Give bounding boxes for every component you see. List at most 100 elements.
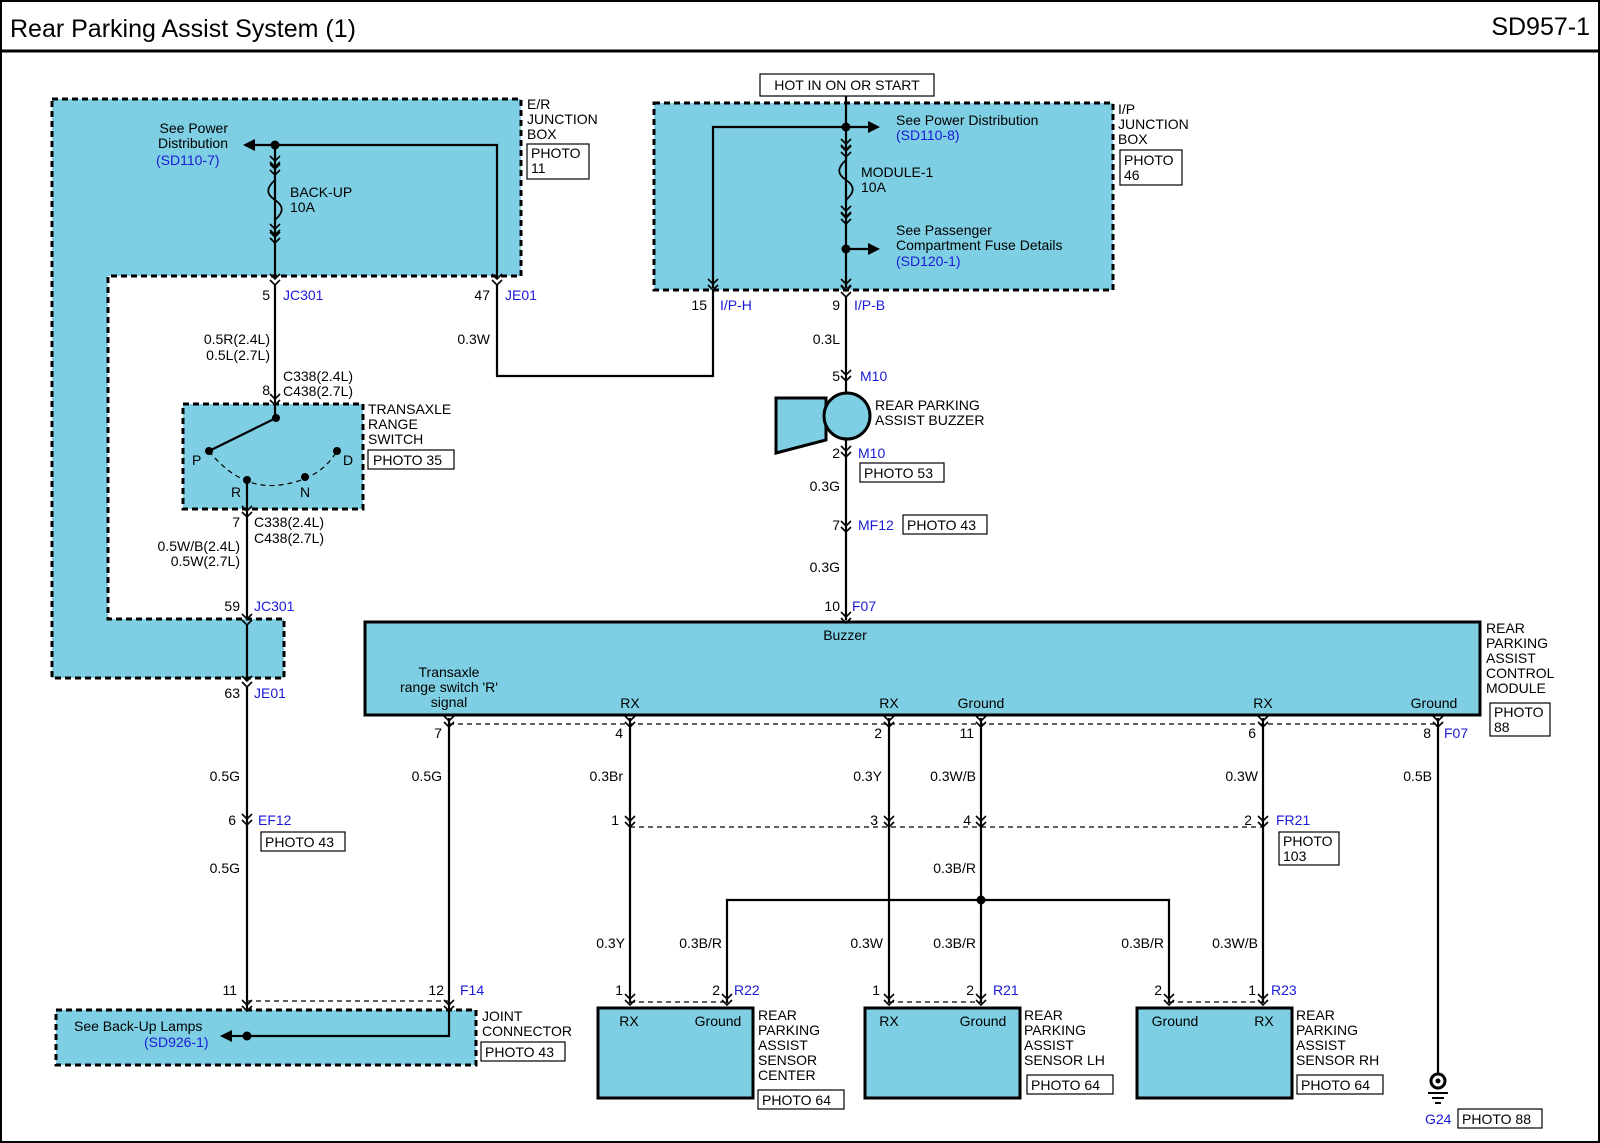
pin-label: 1: [615, 982, 623, 998]
pin-label: 47: [474, 287, 490, 303]
wire-label: 0.5G: [210, 860, 240, 876]
buzzer-body: [822, 391, 872, 441]
hot-label: HOT IN ON OR START: [774, 77, 920, 93]
module-pin-rx-1: RX: [620, 695, 640, 711]
connector-fr21: FR21: [1276, 812, 1310, 828]
pin-label: 63: [224, 685, 240, 701]
joint-connector: [54, 1008, 478, 1067]
pin-label: 9: [832, 297, 840, 313]
wire-label: 0.3Y: [596, 935, 625, 951]
connector-iph: I/P-H: [720, 297, 752, 313]
connector-jc301: JC301: [283, 287, 324, 303]
connector-c338: C338(2.4L): [283, 368, 353, 384]
connector-f07: F07: [1444, 725, 1468, 741]
pin-label: 4: [963, 812, 971, 828]
wire-label: 0.5G: [210, 768, 240, 784]
wire-label: 0.5W/B(2.4L): [158, 538, 240, 554]
sensor-center: [596, 1006, 755, 1100]
pin-label: 2: [966, 982, 974, 998]
connector-m10: M10: [858, 445, 885, 461]
pin-label: 2: [1244, 812, 1252, 828]
wire-label: 0.3Y: [853, 768, 882, 784]
wire-label: 0.5B: [1403, 768, 1432, 784]
wire-label: 0.3L: [813, 331, 840, 347]
wire-label: 0.3W: [457, 331, 490, 347]
pin-label: 5: [832, 368, 840, 384]
pin-label: 6: [1248, 725, 1256, 741]
joint-see: See Back-Up Lamps: [74, 1018, 202, 1034]
g24-photo: PHOTO 88: [1462, 1111, 1531, 1127]
wire-label: 0.3W: [850, 935, 883, 951]
switch-pos-n: N: [300, 484, 310, 500]
joint-photo: PHOTO 43: [485, 1044, 554, 1060]
wire-label: 0.3W: [1225, 768, 1258, 784]
pin-label: 1: [611, 812, 619, 828]
connector-mf12: MF12: [858, 517, 894, 533]
pin-label: 7: [434, 725, 442, 741]
wire-label: 0.5G: [412, 768, 442, 784]
wire-label: 0.3B/R: [679, 935, 722, 951]
sensor-rh-photo: PHOTO 64: [1301, 1077, 1370, 1093]
module-pin-ground-2: Ground: [1411, 695, 1458, 711]
buzzer-horn: [774, 396, 828, 455]
connector-je01: JE01: [254, 685, 286, 701]
wire-label: 0.5R(2.4L): [204, 331, 270, 347]
pin-label: 7: [232, 514, 240, 530]
sensor-center-ground: Ground: [695, 1013, 742, 1029]
connector-f14: F14: [460, 982, 484, 998]
switch-photo: PHOTO 35: [373, 452, 442, 468]
pin-label: 8: [262, 382, 270, 398]
connector-ef12: EF12: [258, 812, 292, 828]
switch-pos-r: R: [231, 484, 241, 500]
wire-label: 0.3B/R: [933, 860, 976, 876]
connector-r21: R21: [993, 982, 1019, 998]
er-junction-box: [50, 97, 523, 680]
switch-pos-d: D: [343, 452, 353, 468]
sensor-lh: [863, 1006, 1022, 1100]
sensor-center-rx: RX: [619, 1013, 639, 1029]
sensor-rh-ground: Ground: [1152, 1013, 1199, 1029]
connector-c438: C438(2.7L): [283, 383, 353, 399]
ip-see-pass-ref: (SD120-1): [896, 253, 961, 269]
er-see-power-ref: (SD110-7): [156, 152, 220, 168]
pin-label: 7: [832, 517, 840, 533]
ip-see-power-ref: (SD110-8): [896, 127, 960, 143]
wire-label: 0.3Br: [590, 768, 624, 784]
pin-label: 11: [222, 982, 237, 998]
ip-see-power: See Power Distribution: [896, 112, 1038, 128]
pin-label: 15: [691, 297, 707, 313]
wire-label: 0.5W(2.7L): [171, 553, 240, 569]
wire-label: 0.3G: [810, 478, 840, 494]
connector-f07: F07: [852, 598, 876, 614]
mf12-photo: PHOTO 43: [907, 517, 976, 533]
pin-label: 3: [870, 812, 878, 828]
connector-je01: JE01: [505, 287, 537, 303]
pin-label: 1: [1248, 982, 1256, 998]
connector-c438: C438(2.7L): [254, 530, 324, 546]
module-pin-rx-2: RX: [879, 695, 899, 711]
diagram-code: SD957-1: [1491, 13, 1590, 41]
ip-junction-box: [652, 101, 1115, 292]
sensor-lh-rx: RX: [879, 1013, 899, 1029]
sensor-lh-photo: PHOTO 64: [1031, 1077, 1100, 1093]
ef12-photo: PHOTO 43: [265, 834, 334, 850]
pin-label: 2: [1154, 982, 1162, 998]
wire-label: 0.3W/B: [930, 768, 976, 784]
buzzer-photo: PHOTO 53: [864, 465, 933, 481]
connector-jc301: JC301: [254, 598, 295, 614]
